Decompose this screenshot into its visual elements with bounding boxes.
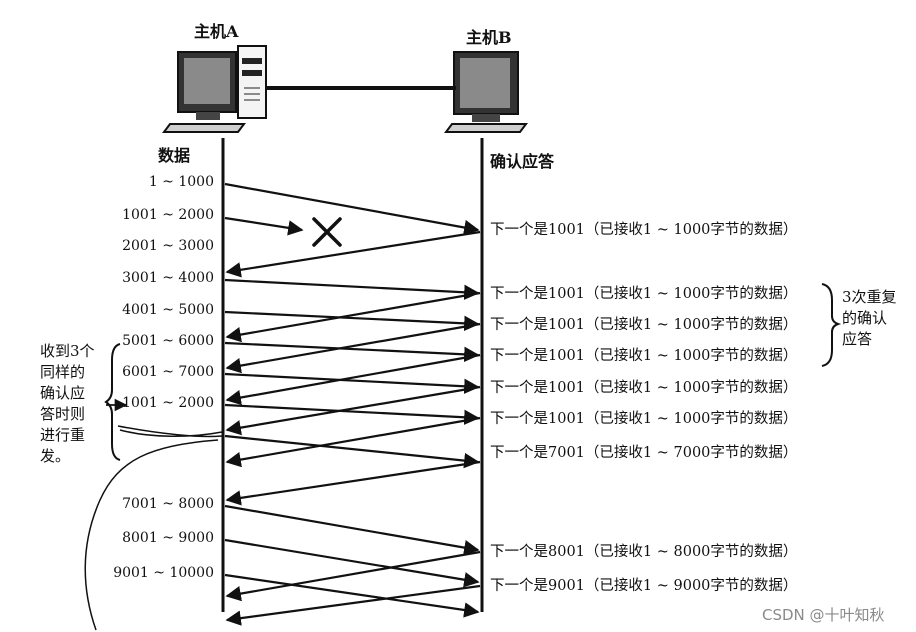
data-column-title: 数据: [158, 146, 191, 165]
ack-label: 下一个是7001（已接收1 ~ 7000字节的数据）: [490, 445, 798, 461]
packet-loss-x-icon: [312, 217, 342, 247]
retransmit-segment-arrow: [224, 434, 480, 469]
ack-label: 下一个是8001（已接收1 ~ 8000字节的数据）: [490, 544, 798, 560]
ack-arrow: [225, 460, 481, 506]
ack-arrow: [225, 291, 481, 343]
ack-arrow: [225, 230, 481, 278]
segment-label: 3001 ~ 4000: [122, 270, 214, 286]
ack-label: 下一个是1001（已接收1 ~ 1000字节的数据）: [490, 317, 798, 333]
dup-ack-brace: [821, 283, 842, 367]
watermark: CSDN @十叶知秋: [762, 606, 885, 624]
segment-label: 1001 ~ 2000: [122, 395, 214, 411]
ack-arrow: [225, 550, 481, 602]
ack-label: 下一个是1001（已接收1 ~ 1000字节的数据）: [490, 411, 798, 427]
ack-label: 下一个是1001（已接收1 ~ 1000字节的数据）: [490, 348, 798, 364]
segment-label: 1001 ~ 2000: [122, 207, 214, 223]
ack-arrow: [225, 584, 481, 626]
segment-arrow: [224, 182, 480, 236]
ack-label: 下一个是1001（已接收1 ~ 1000字节的数据）: [490, 286, 798, 302]
ack-label: 下一个是1001（已接收1 ~ 1000字节的数据）: [490, 222, 798, 238]
segment-label: 9001 ~ 10000: [113, 565, 214, 581]
lost-segment-arrow: [224, 216, 304, 236]
host-b-computer-icon: [444, 51, 528, 133]
segment-arrow: [224, 504, 480, 556]
dup-ack-annotation: 3次重复 的确认 应答: [842, 288, 897, 348]
segment-label: 6001 ~ 7000: [122, 364, 214, 380]
segment-label: 7001 ~ 8000: [122, 496, 214, 512]
segment-arrow: [224, 278, 480, 300]
segment-arrow: [224, 310, 480, 332]
segment-label: 8001 ~ 9000: [122, 530, 214, 546]
ack-arrow: [225, 416, 481, 468]
ack-label: 下一个是9001（已接收1 ~ 9000字节的数据）: [490, 578, 798, 594]
retransmit-brace: [104, 343, 121, 461]
hand-drawn-curve: [84, 425, 223, 631]
retransmit-annotation: 收到3个 同样的 确认应 答时则 进行重 发。: [40, 342, 95, 465]
segment-arrow: [224, 341, 480, 363]
segment-label: 2001 ~ 3000: [122, 238, 214, 254]
ack-label: 下一个是1001（已接收1 ~ 1000字节的数据）: [490, 380, 798, 396]
ack-column-title: 确认应答: [490, 152, 555, 171]
host-a-label: 主机A: [194, 22, 239, 41]
segment-label: 5001 ~ 6000: [122, 333, 214, 349]
ack-arrow: [225, 353, 481, 406]
segment-arrow: [224, 372, 480, 394]
ack-arrow: [225, 322, 481, 374]
ack-arrow: [225, 385, 481, 436]
host-b-label: 主机B: [466, 28, 512, 47]
segment-label: 1 ~ 1000: [148, 174, 214, 190]
host-a-computer-icon: [162, 45, 267, 133]
segment-arrow: [224, 403, 480, 425]
segment-label: 4001 ~ 5000: [122, 302, 214, 318]
segment-arrow: [224, 538, 480, 588]
segment-arrow: [224, 573, 480, 618]
